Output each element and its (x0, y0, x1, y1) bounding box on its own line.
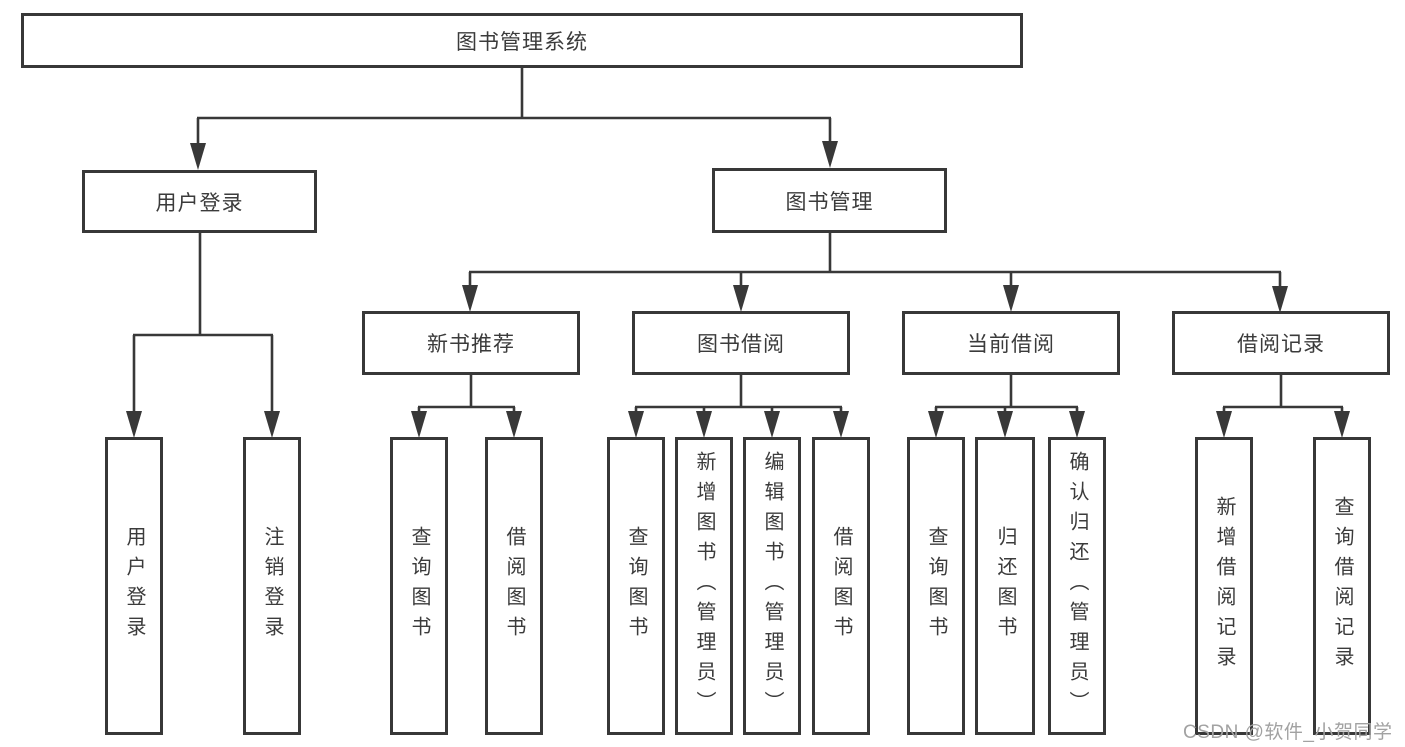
leaf-query-books-1: 查询图书 (390, 437, 448, 735)
node-label: 图书借阅 (697, 333, 785, 356)
node-label: 图书管理 (785, 190, 874, 214)
node-book-management: 图书管理 (712, 168, 947, 233)
node-label: 借阅记录 (1237, 333, 1325, 356)
leaf-label: 确认归还（管理员） (1066, 451, 1088, 721)
leaf-confirm-return-admin: 确认归还（管理员） (1048, 437, 1106, 735)
leaf-label: 新增图书（管理员） (693, 451, 715, 721)
node-borrowing-records: 借阅记录 (1172, 311, 1390, 375)
leaf-edit-book-admin: 编辑图书（管理员） (743, 437, 801, 735)
leaf-add-borrow-record: 新增借阅记录 (1195, 437, 1253, 735)
leaf-label: 借阅图书 (503, 526, 525, 646)
node-label: 用户登录 (155, 191, 244, 215)
leaf-add-book-admin: 新增图书（管理员） (675, 437, 733, 735)
leaf-query-books-3: 查询图书 (907, 437, 965, 735)
node-library-management-system: 图书管理系统 (21, 13, 1023, 68)
leaf-borrow-books-1: 借阅图书 (485, 437, 543, 735)
leaf-label: 新增借阅记录 (1213, 496, 1235, 676)
leaf-query-borrow-record: 查询借阅记录 (1313, 437, 1371, 735)
node-label: 新书推荐 (427, 333, 515, 356)
leaf-borrow-books-2: 借阅图书 (812, 437, 870, 735)
node-label: 图书管理系统 (456, 30, 588, 54)
node-user-login: 用户登录 (82, 170, 317, 233)
node-current-borrowing: 当前借阅 (902, 311, 1120, 375)
leaf-label: 查询图书 (925, 526, 947, 646)
leaf-return-book: 归还图书 (975, 437, 1035, 735)
leaf-label: 查询图书 (625, 526, 647, 646)
leaf-label: 借阅图书 (830, 526, 852, 646)
leaf-label: 注销登录 (261, 526, 283, 646)
node-new-book-recommendation: 新书推荐 (362, 311, 580, 375)
leaf-label: 归还图书 (994, 526, 1016, 646)
leaf-label: 查询借阅记录 (1331, 496, 1353, 676)
leaf-label: 用户登录 (123, 526, 145, 646)
leaf-logout: 注销登录 (243, 437, 301, 735)
leaf-label: 编辑图书（管理员） (761, 451, 783, 721)
leaf-label: 查询图书 (408, 526, 430, 646)
node-book-borrowing: 图书借阅 (632, 311, 850, 375)
csdn-watermark: CSDN @软件_小贺同学 (1183, 722, 1393, 743)
node-label: 当前借阅 (967, 333, 1055, 356)
leaf-query-books-2: 查询图书 (607, 437, 665, 735)
leaf-user-login: 用户登录 (105, 437, 163, 735)
